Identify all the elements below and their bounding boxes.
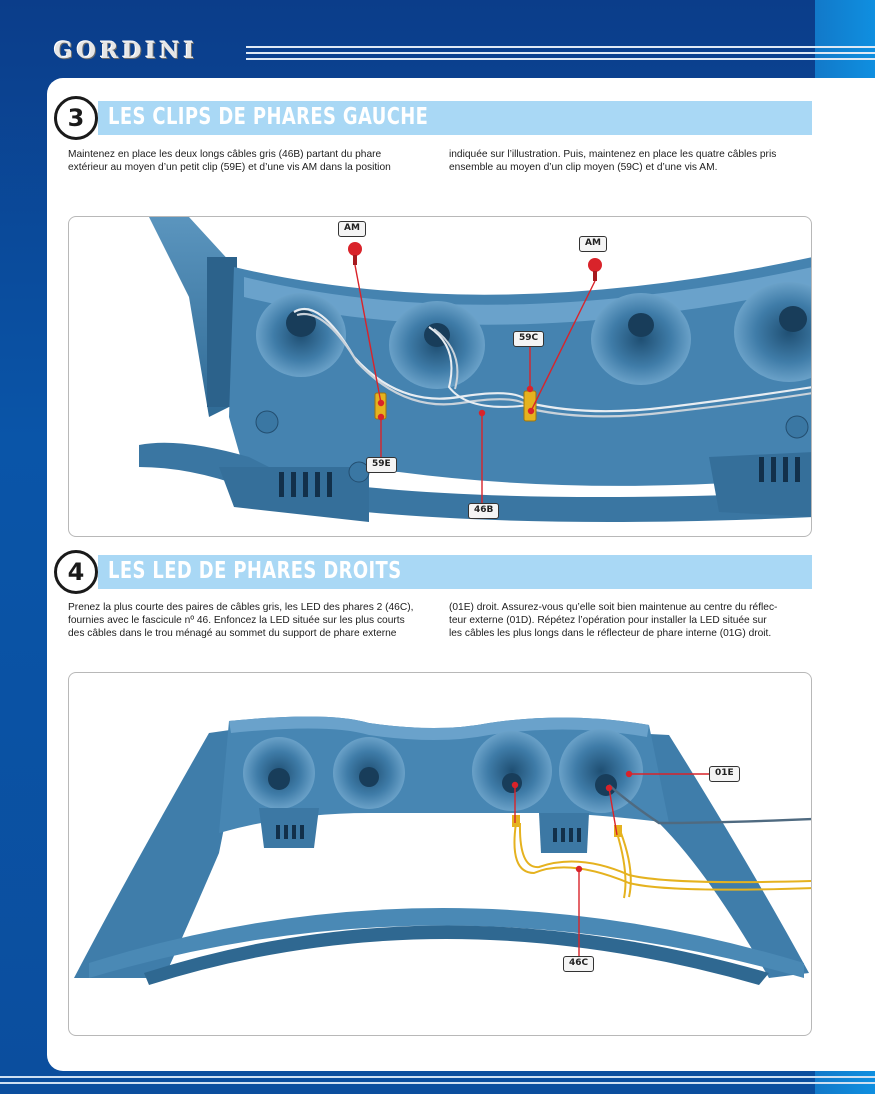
text-line: Prenez la plus courte des paires de câbl… [68,602,414,613]
step3-number: 3 [54,96,98,140]
step4-illustration: 01E 46C [68,672,812,1036]
label-01e: 01E [709,766,740,782]
text-line: teur externe (01D). Répétez l’opération … [449,614,767,626]
footer-rule-1 [0,1076,875,1078]
text-line: Maintenez en place les deux longs câbles… [68,149,382,160]
label-am-left: AM [338,221,366,237]
label-am-right: AM [579,236,607,252]
step3-text-col1: Maintenez en place les deux longs câbles… [68,149,430,175]
step4-number: 4 [54,550,98,594]
label-59e: 59E [366,457,397,473]
step3-text-col2: indiquée sur l’illustration. Puis, maint… [449,149,812,175]
headlight-housing-left-drawing [139,217,811,522]
step3-title-bar [98,101,812,135]
step4-title-bar [98,555,812,589]
text-line: indiquée sur l’illustration. Puis, maint… [449,149,777,160]
text-line: les câbles les plus longs dans le réflec… [449,627,772,639]
label-59c: 59C [513,331,545,347]
header-rule-2 [246,52,875,54]
text-line: ensemble au moyen d’un clip moyen (59C) … [449,161,718,173]
text-line: (01E) droit. Assurez-vous qu’elle soit b… [449,602,778,613]
step4-title: LES LED DE PHARES DROITS [108,558,402,584]
text-line: des câbles dans le trou ménagé au sommet… [68,627,397,639]
step4-text-col2: (01E) droit. Assurez-vous qu’elle soit b… [449,602,812,640]
label-46c: 46C [563,956,595,972]
header-rule-1 [246,46,875,48]
text-line: extérieur au moyen d’un petit clip (59E)… [68,161,391,173]
text-line: fournies avec le fascicule nº 46. Enfonc… [68,614,405,626]
headlight-housing-right-drawing [74,716,811,985]
step4-text-col1: Prenez la plus courte des paires de câbl… [68,602,430,640]
step3-title: LES CLIPS DE PHARES GAUCHE [108,104,429,130]
header-rule-3 [246,58,875,60]
footer-rule-2 [0,1082,875,1084]
step3-illustration: AM AM 59C 59E 46B [68,216,812,537]
gordini-logo: GORDINI [54,38,199,64]
label-46b: 46B [468,503,500,519]
page-header: GORDINI [0,0,875,80]
